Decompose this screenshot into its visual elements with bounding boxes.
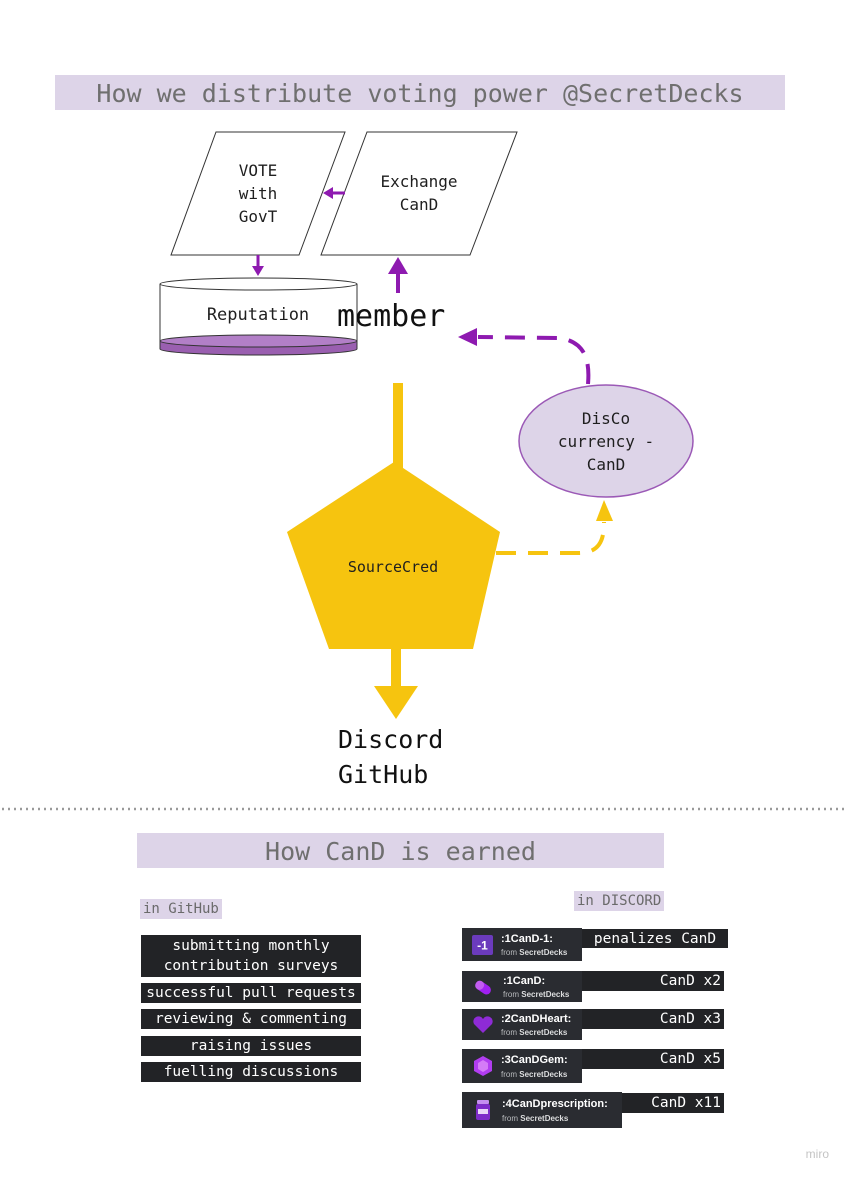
disco-label-line: DisCo: [581, 409, 631, 428]
reputation-cylinder: [159, 277, 358, 356]
arrowhead-sourcecred-to-sources: [374, 686, 418, 719]
arrow-sourcecred-to-disco: [496, 521, 606, 555]
vote-shape: [170, 131, 346, 256]
disco-label: DisCo currency - CanD: [536, 407, 676, 476]
vote-label: VOTE with GovT: [208, 159, 308, 228]
discord-tag: in DISCORD: [574, 891, 665, 911]
github-item: raising issues: [141, 1036, 361, 1056]
emoji-name: :4CanDprescription:: [502, 1098, 608, 1110]
source-discord: Discord: [338, 725, 444, 754]
emoji-source-prefix: from: [501, 1070, 517, 1079]
emoji-name: :1CanD:: [503, 975, 546, 987]
emoji-source-prefix: from: [502, 1114, 518, 1123]
minus-one-icon: -1: [472, 935, 493, 955]
emoji-effect: penalizes CanD: [582, 929, 728, 948]
arrowhead-member-to-exchange: [388, 257, 408, 274]
github-tag: in GitHub: [140, 899, 222, 919]
arrow-disco-to-member: [477, 335, 591, 385]
arrowhead-sourcecred-to-disco: [596, 500, 613, 521]
emoji-name: :1CanD-1:: [501, 933, 553, 945]
github-item: submitting monthly contribution surveys: [141, 935, 361, 977]
emoji-source: from SecretDecks: [501, 1070, 567, 1079]
emoji-source-name: SecretDecks: [519, 948, 568, 957]
emoji-card: :3CanDGem: from SecretDecks: [462, 1049, 582, 1083]
emoji-card: -1 :1CanD-1: from SecretDecks: [462, 928, 582, 961]
emoji-card: :2CanDHeart: from SecretDecks: [462, 1009, 582, 1040]
emoji-name: :2CanDHeart:: [501, 1013, 572, 1025]
vote-label-line: VOTE: [238, 161, 278, 180]
emoji-effect: CanD x3: [582, 1009, 724, 1029]
emoji-effect: CanD x11: [622, 1093, 724, 1113]
vote-label-line: with: [238, 184, 278, 203]
exchange-label: Exchange CanD: [364, 170, 474, 216]
vote-label-line: GovT: [238, 207, 278, 226]
emoji-effect: CanD x2: [582, 971, 724, 991]
pill-icon: [475, 980, 491, 995]
arrowhead-exchange-to-vote: [323, 187, 333, 199]
exchange-label-line: CanD: [399, 195, 439, 214]
exchange-shape: [320, 131, 518, 256]
emoji-source-prefix: from: [503, 990, 519, 999]
github-item: successful pull requests: [141, 983, 361, 1003]
arrowhead-vote-to-reputation: [252, 266, 264, 276]
github-item: reviewing & commenting: [141, 1009, 361, 1029]
line-sourcecred-to-member: [393, 383, 403, 473]
emoji-source: from SecretDecks: [501, 948, 567, 957]
earned-title: How CanD is earned: [137, 833, 664, 868]
emoji-source-prefix: from: [501, 1028, 517, 1037]
member-label: member: [337, 299, 446, 334]
emoji-source-prefix: from: [501, 948, 517, 957]
emoji-card: :4CanDprescription: from SecretDecks: [462, 1092, 622, 1128]
arrowhead-disco-to-member: [458, 328, 477, 346]
exchange-label-line: Exchange: [380, 172, 458, 191]
emoji-source-name: SecretDecks: [519, 1070, 568, 1079]
emoji-source: from SecretDecks: [502, 1114, 568, 1123]
prescription-jar-icon: [476, 1100, 490, 1120]
github-item: fuelling discussions: [141, 1062, 361, 1082]
line-sourcecred-to-sources: [391, 649, 401, 689]
sourcecred-pentagon: [287, 462, 500, 649]
emoji-source-name: SecretDecks: [520, 1114, 569, 1123]
sourcecred-label: SourceCred: [347, 558, 439, 576]
svg-text:-1: -1: [477, 939, 488, 953]
emoji-source-name: SecretDecks: [519, 1028, 568, 1037]
gem-icon: [474, 1056, 492, 1076]
emoji-effect: CanD x5: [582, 1049, 724, 1069]
sources-label: Discord GitHub: [338, 722, 443, 792]
emoji-source: from SecretDecks: [501, 1028, 567, 1037]
reputation-label: Reputation: [206, 305, 310, 325]
miro-watermark: miro: [805, 1147, 829, 1161]
emoji-source-name: SecretDecks: [521, 990, 570, 999]
disco-label-line: currency -: [557, 432, 655, 451]
disco-currency-ellipse: [518, 384, 694, 498]
heart-icon: [473, 1016, 493, 1033]
source-github: GitHub: [338, 760, 429, 789]
emoji-name: :3CanDGem:: [501, 1054, 568, 1066]
main-title: How we distribute voting power @SecretDe…: [55, 75, 785, 110]
disco-label-line: CanD: [586, 455, 626, 474]
emoji-card: :1CanD: from SecretDecks: [462, 971, 582, 1002]
emoji-source: from SecretDecks: [503, 990, 569, 999]
